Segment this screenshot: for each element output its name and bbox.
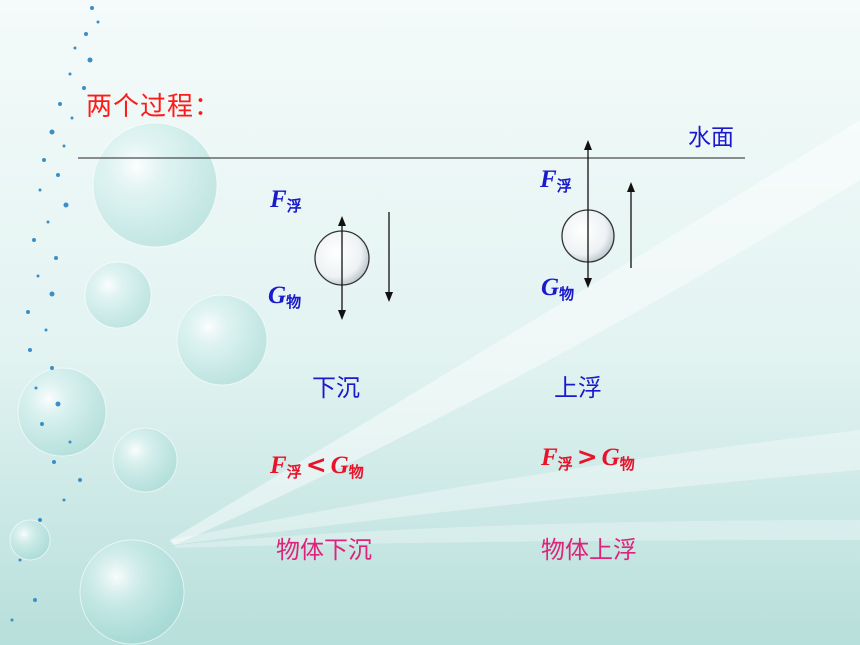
sinking-process-label: 下沉 bbox=[312, 374, 360, 402]
water-surface-label: 水面 bbox=[688, 125, 734, 151]
floating-gravity-label: G物 bbox=[541, 274, 575, 303]
floating-result: 物体上浮 bbox=[541, 536, 637, 564]
floating-condition: F浮>G物 bbox=[541, 442, 635, 473]
decorative-sparkles bbox=[10, 6, 100, 622]
floating-object-diagram bbox=[561, 140, 635, 288]
sinking-gravity-label: G物 bbox=[268, 282, 302, 311]
page-title: 两个过程： bbox=[86, 92, 222, 122]
decorative-bubbles bbox=[9, 122, 268, 645]
sinking-object-diagram bbox=[314, 212, 393, 320]
sinking-result: 物体下沉 bbox=[276, 536, 372, 564]
sinking-condition: F浮<G物 bbox=[270, 450, 364, 481]
floating-process-label: 上浮 bbox=[554, 374, 602, 402]
sinking-buoyancy-label: F浮 bbox=[270, 186, 302, 215]
floating-buoyancy-label: F浮 bbox=[540, 166, 572, 195]
